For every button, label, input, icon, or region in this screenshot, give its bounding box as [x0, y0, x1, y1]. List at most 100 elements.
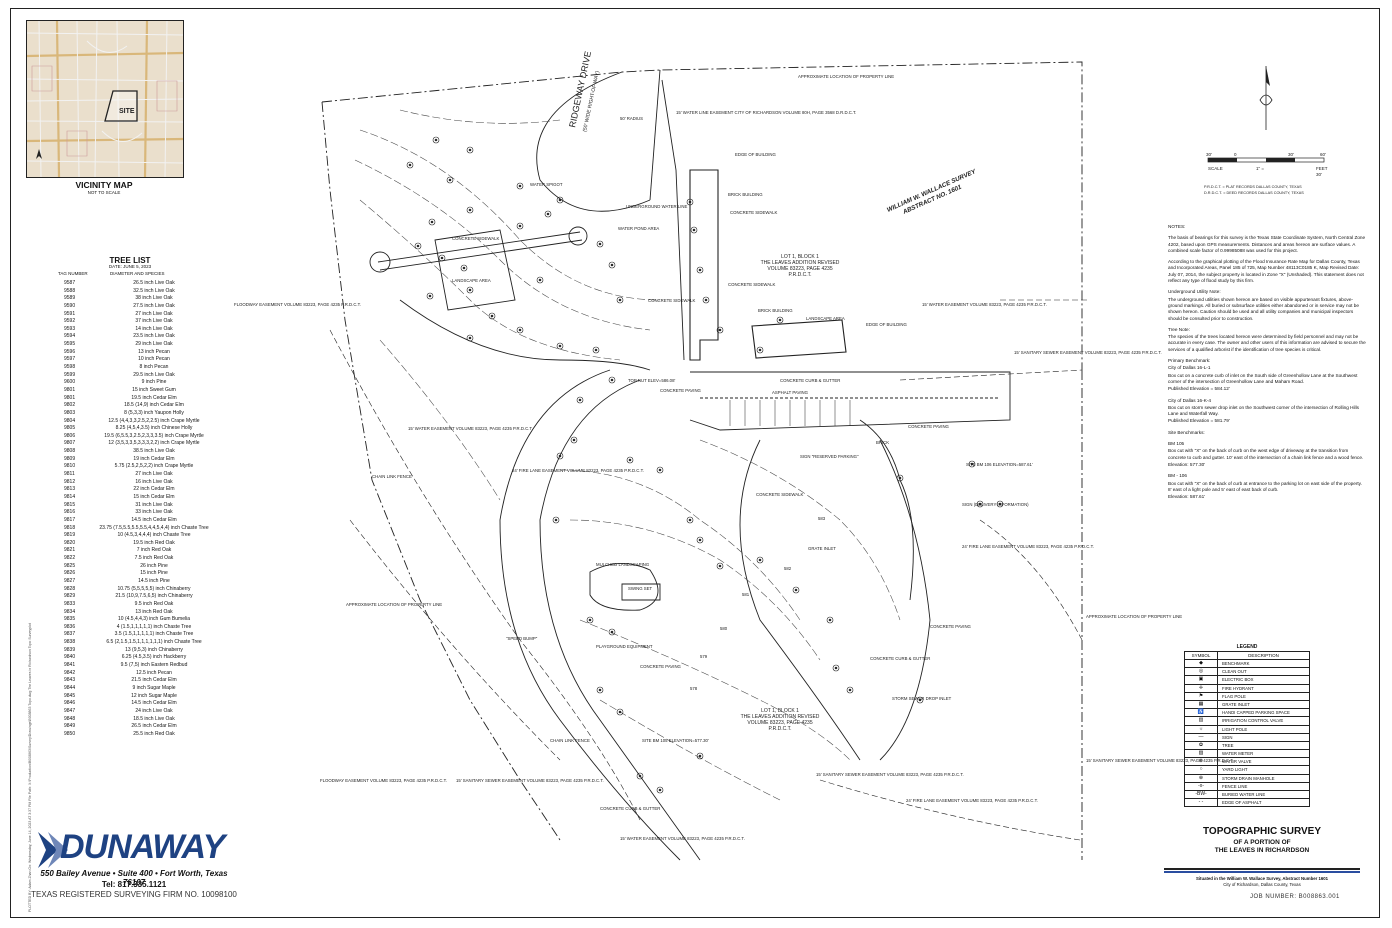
label-concrete-sidewalk-5: CONCRETE SIDEWALK — [756, 492, 803, 497]
tree-desc: 23.75 (7.5,5.5,5.5,5.5,4,4,5,4,4) inch C… — [99, 524, 209, 531]
label-contour-583: 583 — [818, 516, 826, 521]
legend-row: -BW-BURIED WATER LINE — [1184, 791, 1310, 800]
tree-tag: 9809 — [64, 455, 76, 462]
legend-row: ○YARD LIGHT — [1184, 766, 1310, 775]
tree-icon — [556, 196, 564, 204]
label-brick-building: BRICK BUILDING — [728, 192, 763, 197]
label-landscape-area: LANDSCAPE AREA — [806, 316, 845, 321]
label-edge-of-building: EDGE OF BUILDING — [735, 152, 776, 157]
label-approx-prop-right: APPROXIMATE LOCATION OF PROPERTY LINE — [1086, 614, 1182, 619]
label-storm-sewer: STORM SEWER DROP INLET — [892, 696, 952, 701]
lot-bottom-line4: P.R.D.C.T. — [769, 726, 792, 732]
legend-symbol-icon: ♿ — [1185, 709, 1218, 717]
tree-desc: 27.5 inch Live Oak — [133, 302, 175, 309]
tree-icon — [438, 254, 446, 262]
tree-icon — [696, 266, 704, 274]
scale-bar — [1207, 157, 1325, 163]
legend-col-desc: DESCRIPTION — [1248, 653, 1279, 658]
label-approx-prop-left: APPROXIMATE LOCATION OF PROPERTY LINE — [346, 602, 442, 607]
legend-description: LIGHT POLE — [1222, 726, 1248, 732]
title-block: TOPOGRAPHIC SURVEY OF A PORTION OF THE L… — [1164, 826, 1360, 854]
company-tel: Tel: 817.335.1121 — [101, 880, 167, 889]
abbrev-prdct: P.R.D.C.T. = PLAT RECORDS DALLAS COUNTY,… — [1204, 185, 1302, 189]
tree-icon — [896, 474, 904, 482]
tree-desc: 8.25 (4,5,4,3.5) inch Chinese Holly — [115, 425, 193, 432]
tree-desc: 8 (5,3,3) inch Yaupon Holly — [124, 409, 184, 416]
legend-row: —SIGN — [1184, 733, 1310, 742]
legend-row: ✿TREE — [1184, 741, 1310, 751]
tree-icon — [656, 466, 664, 474]
tree-tag: 9843 — [64, 677, 76, 684]
tree-desc: 13 inch Red Oak — [135, 608, 173, 615]
legend-symbol-icon: — — [1185, 733, 1218, 741]
vicinity-site-label: SITE — [119, 108, 135, 115]
legend-description: STORM DRAIN MANHOLE — [1222, 775, 1275, 781]
tree-tag: 9826 — [64, 570, 76, 577]
tree-desc: 13 inch Pecan — [138, 348, 170, 355]
label-asphalt-paving: ASPHALT PAVING — [772, 390, 809, 395]
tree-desc: 15 inch Sweet Gum — [132, 386, 176, 393]
label-sanitary-bottom-2: 15' SANITARY SEWER EASEMENT VOLUME 83223… — [816, 772, 964, 777]
label-concrete-sidewalk-2: CONCRETE SIDEWALK — [452, 236, 499, 241]
legend-row: ⊗WATER VALVE — [1184, 758, 1310, 767]
tree-desc: 21.5 inch Cedar Elm — [131, 677, 177, 684]
tree-icon — [432, 136, 440, 144]
tree-tag: 9821 — [64, 547, 76, 554]
label-concrete-curb-2: CONCRETE CURB & GUTTER — [870, 656, 930, 661]
tree-tag: 9845 — [64, 692, 76, 699]
situated-text: Situated in the William W. Wallace Surve… — [1164, 876, 1360, 887]
tree-desc: 15 inch Pine — [140, 570, 168, 577]
tree-desc: 9.5 (7,5) inch Eastern Redbud — [120, 662, 188, 669]
legend-row: ◎CLEAN OUT — [1184, 668, 1310, 677]
tree-desc: 18.5 inch Live Oak — [133, 715, 175, 722]
legend-symbol-icon: ⚑ — [1185, 692, 1218, 700]
tree-desc: 29.5 inch Live Oak — [133, 371, 175, 378]
tree-tag: 9834 — [64, 608, 76, 615]
tree-tag: 9839 — [64, 646, 76, 653]
scale-tick-4: 60' — [1320, 152, 1326, 157]
label-approx-prop-top: APPROXIMATE LOCATION OF PROPERTY LINE — [798, 74, 894, 79]
tree-tag: 9827 — [64, 577, 76, 584]
tree-desc: 24 inch Live Oak — [135, 707, 173, 714]
tree-desc: 32.5 inch Live Oak — [133, 287, 175, 294]
legend-symbol-icon: ✿ — [1185, 741, 1218, 750]
tree-tag: 9807 — [64, 440, 76, 447]
legend-row: ▦GRATE INLET — [1184, 700, 1310, 710]
label-site-bm-top: SITE BM 106 ELEVATION=587.61' — [966, 462, 1033, 467]
tree-icon — [466, 334, 474, 342]
tree-desc: 9 inch Sugar Maple — [132, 684, 176, 691]
legend-row: ☼LIGHT POLE — [1184, 725, 1310, 734]
notes-primary-heading: Primary Benchmark: — [1168, 358, 1211, 364]
tree-icon — [690, 226, 698, 234]
tree-desc: 31 inch Live Oak — [135, 501, 173, 508]
legend-symbol-icon: ▨ — [1185, 750, 1218, 758]
tree-desc: 27 inch Live Oak — [135, 310, 173, 317]
legend-col-symbol: SYMBOL — [1185, 652, 1218, 659]
tree-desc: 33 inch Live Oak — [135, 509, 173, 516]
notes-tree-heading: Tree Note: — [1168, 326, 1190, 332]
notes-pb2-elev: Published Elevation = 581.79' — [1168, 418, 1230, 424]
label-water-pond: WATER POND AREA — [618, 226, 659, 231]
label-grate-inlet: GRATE INLET — [808, 546, 836, 551]
label-concrete-paving-2: CONCRETE PAVING — [908, 424, 950, 429]
tree-desc: 3.5 (1.5,1,1,1,1,1) inch Chaste Tree — [114, 631, 194, 638]
company-address: 550 Bailey Avenue • Suite 400 • Fort Wor… — [40, 869, 228, 887]
tree-desc: 19.5 (6,5.5,3,2.5,2,3,3,3.5) inch Crape … — [104, 432, 204, 439]
tree-tag: 9817 — [64, 516, 76, 523]
tree-tag: 9598 — [64, 364, 76, 371]
notes-pb2-desc: Box cut on storm sewer drop inlet on the… — [1168, 404, 1359, 417]
tree-desc: 19.5 inch Red Oak — [133, 539, 175, 546]
